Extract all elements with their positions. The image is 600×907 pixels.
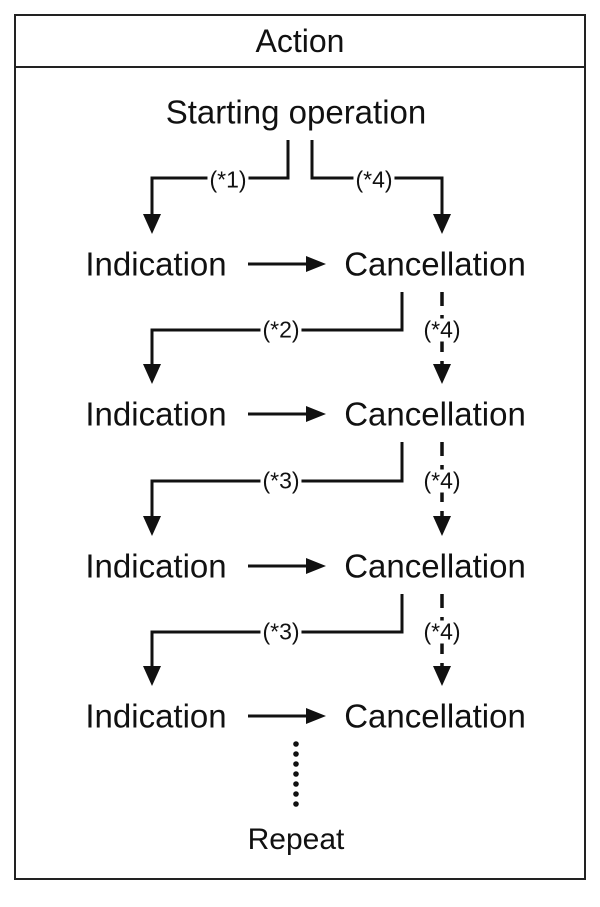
node-cancellation-2: Cancellation [344, 395, 526, 433]
dotted-repeat-line [293, 741, 299, 807]
arrowhead-cancellation-2 [433, 364, 451, 384]
action-table-frame: Action [14, 14, 586, 880]
arrowhead-indication-1 [143, 214, 161, 234]
note-4-row-2: (*4) [421, 316, 463, 343]
arrowhead-row-3 [306, 558, 326, 574]
arrowhead-indication-2 [143, 364, 161, 384]
arrowhead-row-4 [306, 708, 326, 724]
node-starting-operation: Starting operation [165, 93, 427, 131]
note-3-row-3: (*3) [260, 467, 302, 494]
arrowhead-row-1 [306, 256, 326, 272]
arrowhead-row-2 [306, 406, 326, 422]
arrowhead-indication-3 [143, 516, 161, 536]
note-4-row-4: (*4) [421, 618, 463, 645]
node-indication-3: Indication [85, 547, 227, 585]
note-3-row-4: (*3) [260, 618, 302, 645]
note-1: (*1) [207, 166, 249, 193]
arrowhead-cancellation-3 [433, 516, 451, 536]
note-2: (*2) [260, 316, 302, 343]
node-cancellation-3: Cancellation [344, 547, 526, 585]
node-cancellation-4: Cancellation [344, 697, 526, 735]
node-cancellation-1: Cancellation [344, 245, 526, 283]
arrowhead-cancellation-4 [433, 666, 451, 686]
arrowhead-cancellation-1 [433, 214, 451, 234]
header-title: Action [255, 22, 345, 59]
arrowhead-indication-4 [143, 666, 161, 686]
note-4-row-3: (*4) [421, 467, 463, 494]
note-4-row-1: (*4) [353, 166, 395, 193]
table-header: Action [16, 16, 584, 68]
node-indication-1: Indication [85, 245, 227, 283]
node-indication-2: Indication [85, 395, 227, 433]
node-indication-4: Indication [85, 697, 227, 735]
node-repeat: Repeat [247, 823, 345, 856]
